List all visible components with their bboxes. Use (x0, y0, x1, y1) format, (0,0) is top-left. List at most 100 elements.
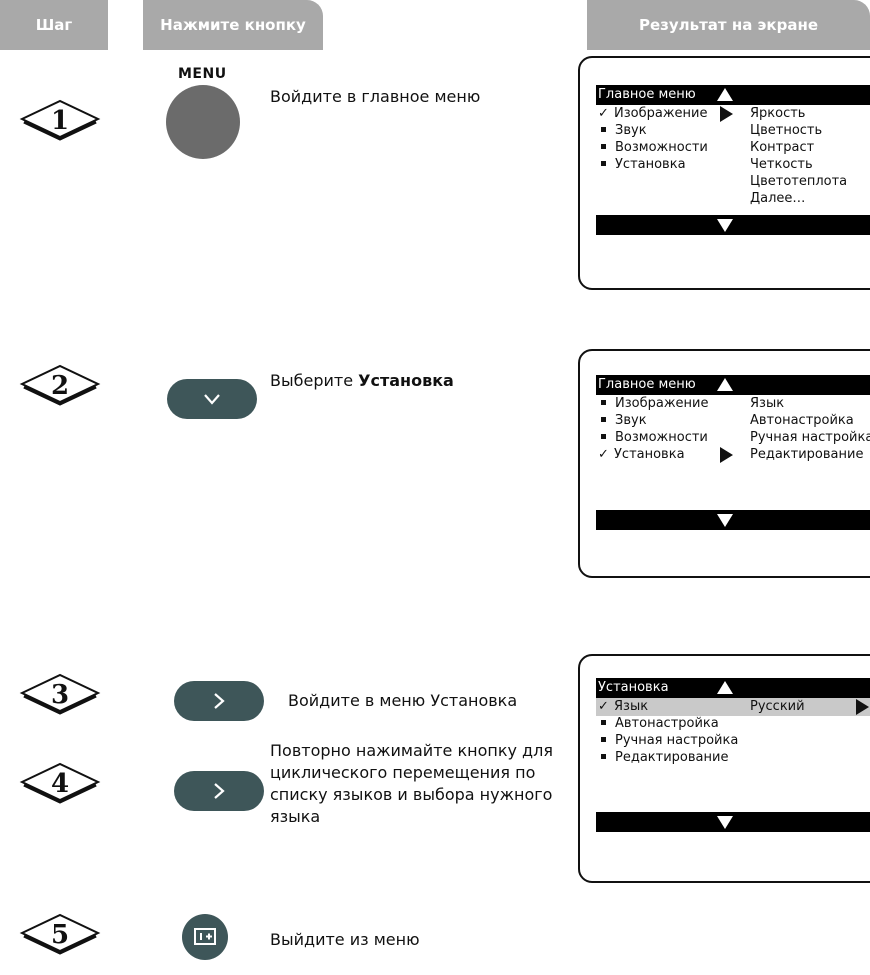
menu-item-label: Редактирование (615, 750, 729, 765)
menu-item: Установка (598, 156, 686, 173)
submenu-item: Цветотеплота (750, 174, 848, 189)
check-icon: ✓ (598, 699, 609, 714)
scroll-up-icon (717, 681, 733, 694)
submenu-item: Яркость (750, 106, 806, 121)
chevron-down-icon (204, 394, 220, 405)
screen-1-title-bar: Главное меню (596, 85, 870, 105)
submenu-item: Язык (750, 396, 785, 411)
header-press: Нажмите кнопку (143, 0, 323, 50)
step-2-number: 2 (51, 371, 69, 401)
step-5-instruction: Выйдите из меню (270, 930, 420, 949)
menu-item-label: Возможности (615, 140, 708, 155)
menu-button-label: MENU (178, 66, 227, 82)
header-step: Шаг (0, 0, 108, 50)
header-result: Результат на экране (587, 0, 870, 50)
arrow-right-icon (856, 699, 869, 715)
step-2-diamond: 2 (16, 363, 104, 407)
step-1-number: 1 (51, 106, 69, 136)
bullet-icon (601, 400, 606, 405)
screen-2-bottom-bar (596, 510, 870, 530)
screen-2-title-bar: Главное меню (596, 375, 870, 395)
scroll-up-icon (717, 378, 733, 391)
menu-item: Возможности (598, 139, 708, 156)
step-4-line: списку языков и выбора нужного (270, 785, 553, 804)
bullet-icon (601, 754, 606, 759)
menu-item: ✓ Язык (598, 698, 648, 715)
menu-button[interactable] (166, 85, 240, 159)
screen-1: Главное меню ✓Изображение Звук Возможнос… (578, 56, 870, 290)
scroll-down-icon (717, 816, 733, 829)
right-button-2[interactable] (174, 771, 264, 811)
selected-row-highlight (596, 698, 870, 716)
bullet-icon (601, 161, 606, 166)
step-3-number: 3 (51, 680, 69, 710)
submenu-item: Контраст (750, 140, 815, 155)
menu-item-label: Изображение (614, 106, 708, 121)
step-2-bold: Установка (358, 371, 454, 390)
header-step-label: Шаг (35, 16, 73, 34)
header-press-label: Нажмите кнопку (160, 16, 306, 34)
screen-3-bottom-bar (596, 812, 870, 832)
menu-item: Редактирование (598, 749, 728, 766)
menu-item-label: Автонастройка (615, 716, 719, 731)
check-icon: ✓ (598, 447, 609, 462)
step-1-instruction: Войдите в главное меню (270, 87, 481, 106)
screen-3: Установка ✓ Язык Русский Автонастройка Ру… (578, 654, 870, 883)
bullet-icon (601, 434, 606, 439)
bullet-icon (601, 720, 606, 725)
submenu-item: Редактирование (750, 447, 864, 462)
bullet-icon (601, 127, 606, 132)
exit-button[interactable] (182, 914, 228, 960)
menu-item-label: Ручная настройка (615, 733, 739, 748)
menu-item: Звук (598, 122, 647, 139)
menu-item: Ручная настройка (598, 732, 738, 749)
screen-3-title: Установка (598, 680, 669, 695)
menu-item-label: Звук (615, 413, 647, 428)
menu-item: ✓Изображение (598, 105, 707, 122)
down-button[interactable] (167, 379, 257, 419)
screen-2-title: Главное меню (598, 377, 696, 392)
bullet-icon (601, 144, 606, 149)
scroll-down-icon (717, 219, 733, 232)
menu-item-label: Звук (615, 123, 647, 138)
chevron-right-icon (214, 783, 225, 799)
menu-item: Звук (598, 412, 647, 429)
step-3-instruction: Войдите в меню Установка (288, 691, 518, 710)
step-4-line: Повторно нажимайте кнопку для (270, 741, 553, 760)
submenu-item: Автонастройка (750, 413, 854, 428)
screen-3-title-bar: Установка (596, 678, 870, 698)
step-1-diamond: 1 (16, 98, 104, 142)
arrow-right-icon (720, 447, 733, 463)
scroll-up-icon (717, 88, 733, 101)
language-value: Русский (750, 699, 805, 714)
header-result-label: Результат на экране (638, 16, 819, 34)
step-5-number: 5 (51, 920, 69, 950)
bullet-icon (601, 417, 606, 422)
menu-item: Изображение (598, 395, 708, 412)
menu-item: Возможности (598, 429, 708, 446)
step-4-number: 4 (51, 769, 69, 799)
submenu-item: Цветность (750, 123, 823, 138)
screen-1-bottom-bar (596, 215, 870, 235)
step-4-line: циклического перемещения по (270, 763, 536, 782)
right-button-1[interactable] (174, 681, 264, 721)
screen-2: Главное меню Изображение Звук Возможност… (578, 349, 870, 578)
step-4-diamond: 4 (16, 761, 104, 805)
arrow-right-icon (720, 106, 733, 122)
submenu-item: Четкость (750, 157, 813, 172)
step-5-diamond: 5 (16, 912, 104, 956)
bullet-icon (601, 737, 606, 742)
step-2-instruction: Выберите Установка (270, 370, 454, 392)
step-3-diamond: 3 (16, 672, 104, 716)
step-2-text: Выберите (270, 371, 359, 390)
submenu-item: Далее… (750, 191, 806, 206)
menu-item-label: Изображение (615, 396, 709, 411)
step-4-instruction: Повторно нажимайте кнопку для циклическо… (270, 740, 553, 828)
step-4-line: языка (270, 807, 321, 826)
screen-1-title: Главное меню (598, 87, 696, 102)
menu-item-label: Язык (614, 699, 649, 714)
menu-item: Автонастройка (598, 715, 719, 732)
submenu-item: Ручная настройка (750, 430, 870, 445)
menu-item-label: Возможности (615, 430, 708, 445)
menu-item-label: Установка (615, 157, 686, 172)
